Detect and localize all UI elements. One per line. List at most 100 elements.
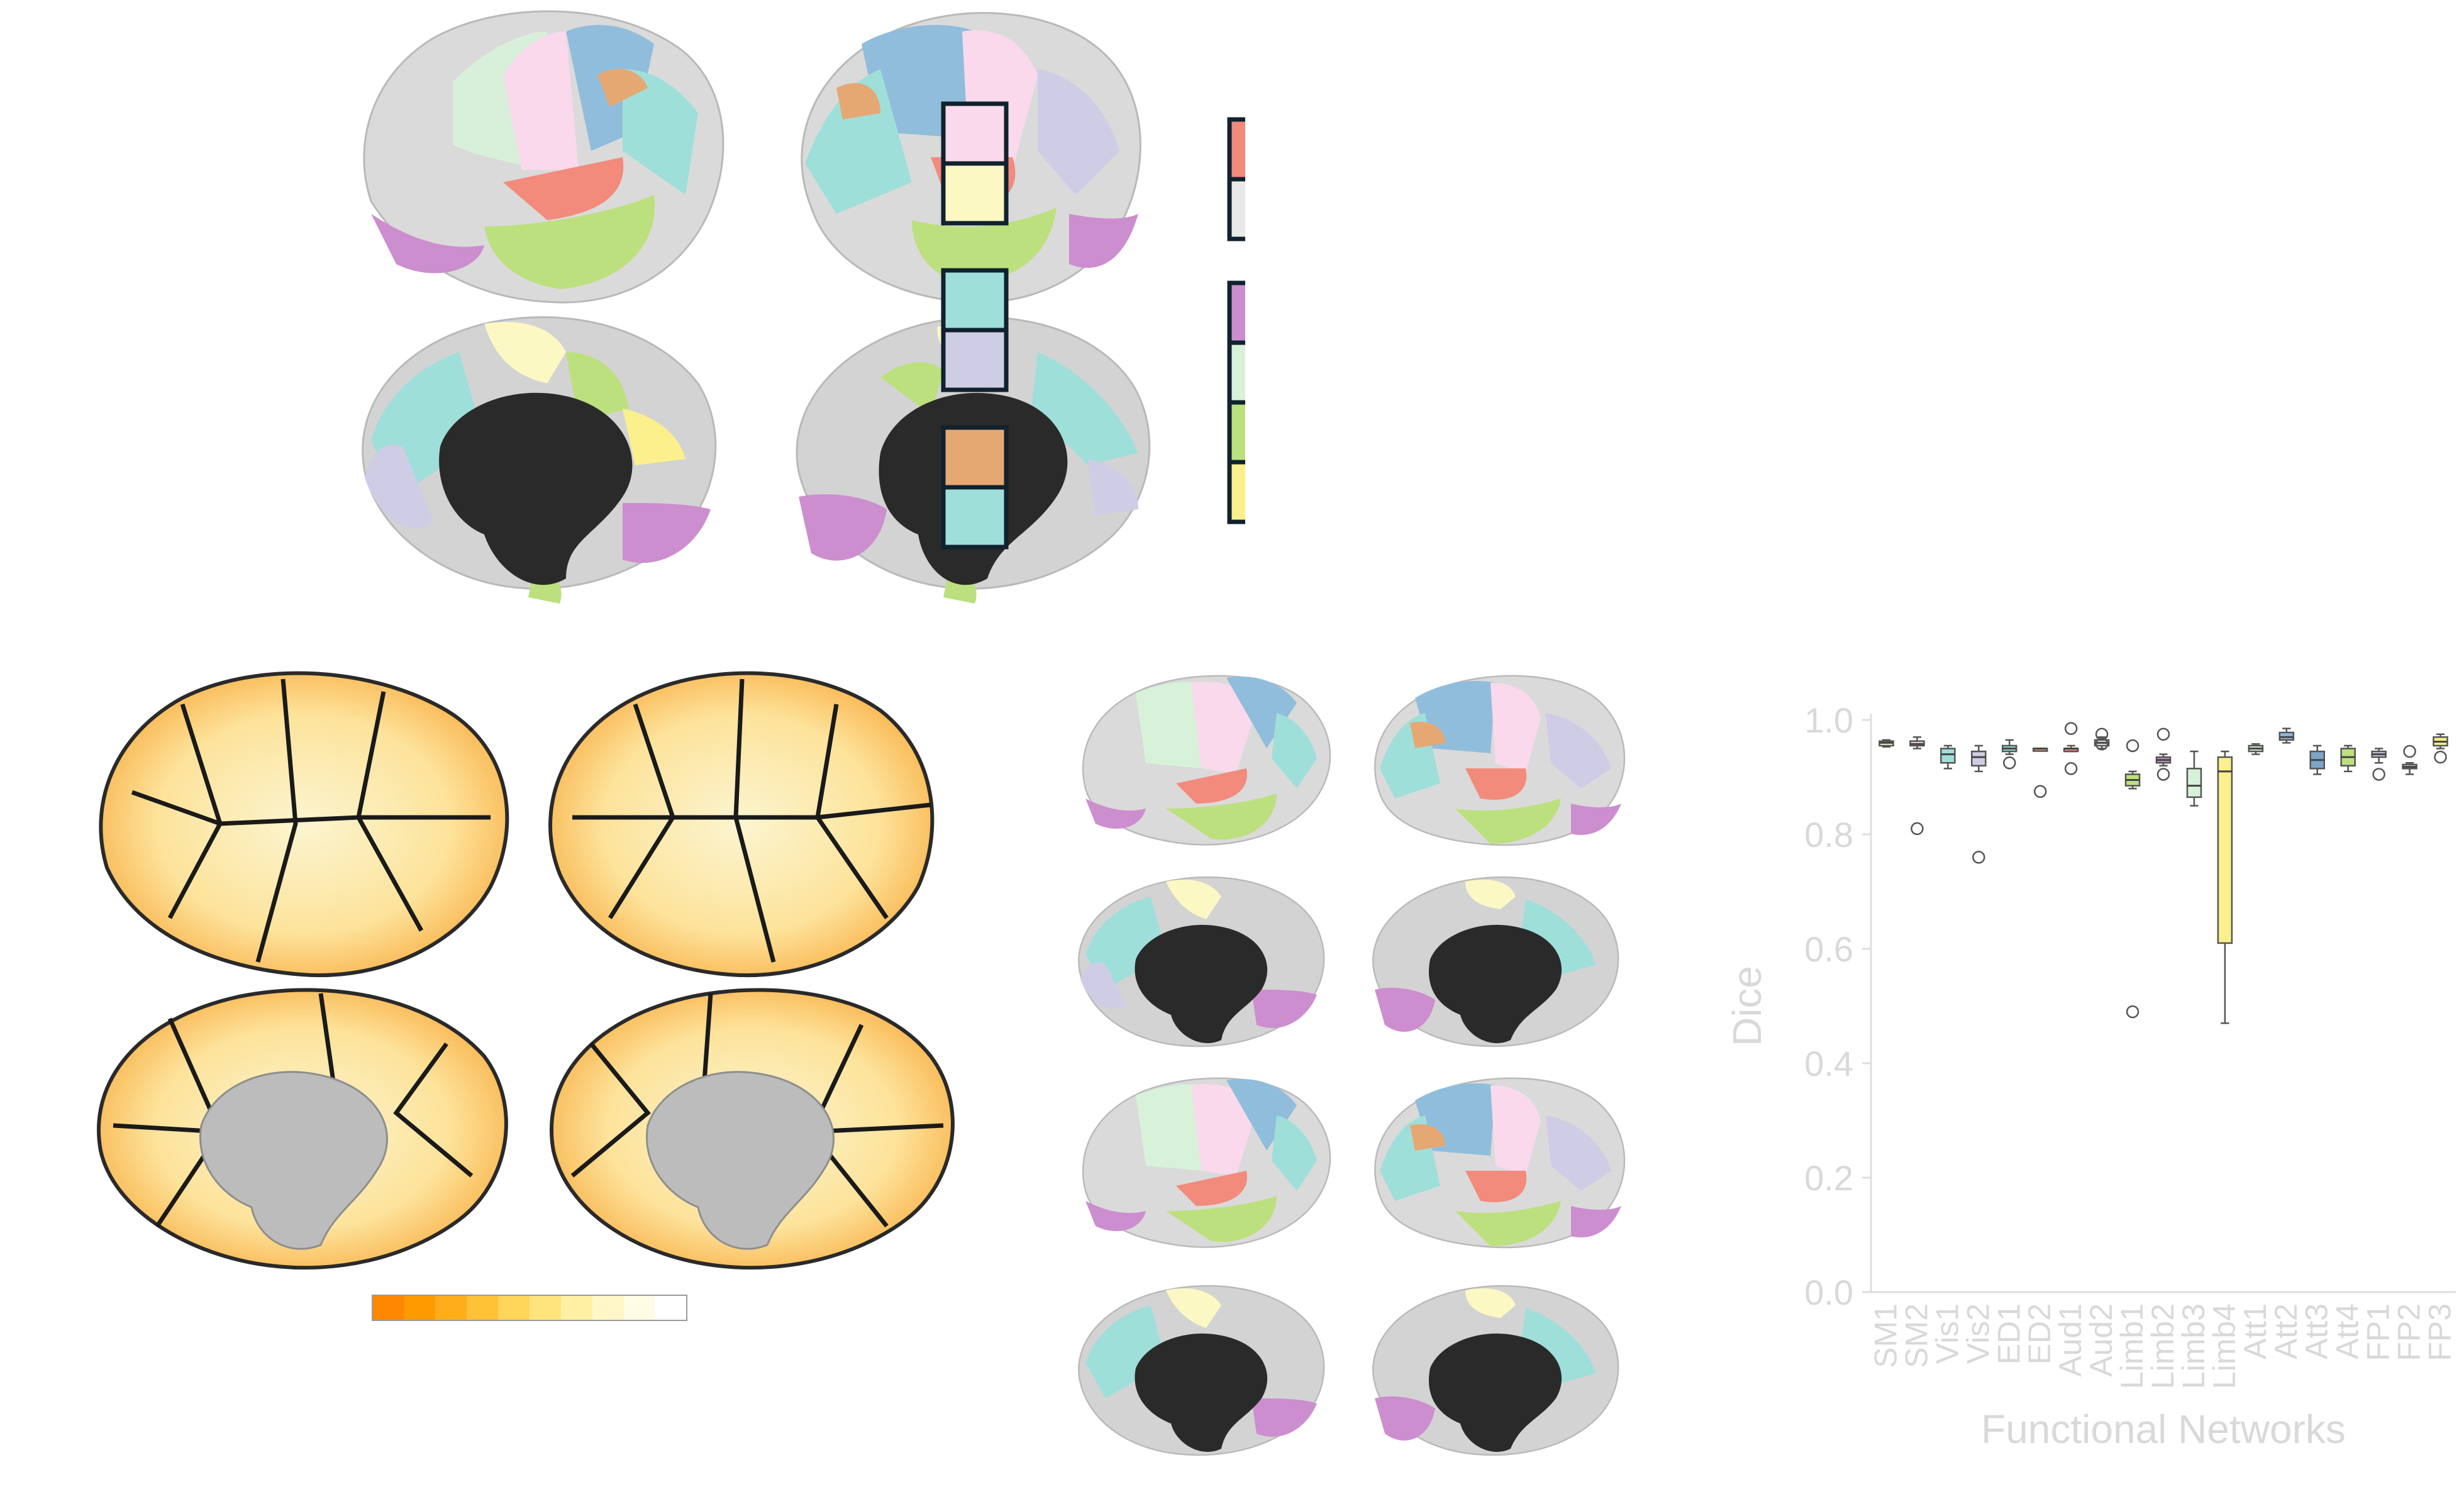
grid-brain-row2-left bbox=[1078, 876, 1325, 1048]
boundary-heatmap-panel bbox=[96, 671, 955, 1321]
y-tick-label: 0.6 bbox=[1804, 929, 1853, 969]
grid-brain-row2-right bbox=[1372, 876, 1619, 1048]
box-ED2 bbox=[2032, 748, 2048, 798]
x-tick-label: ED2 bbox=[2022, 1303, 2057, 1364]
x-tick-label: Limb2 bbox=[2145, 1303, 2180, 1389]
x-tick-label: Vis2 bbox=[1960, 1303, 1995, 1364]
box-body bbox=[1940, 748, 1956, 764]
outlier-point bbox=[2064, 722, 2078, 735]
colorbar-segment bbox=[592, 1295, 624, 1320]
x-axis-label: Functional Networks bbox=[1981, 1407, 2346, 1452]
outlier-point bbox=[2156, 727, 2170, 741]
colorbar-segment bbox=[498, 1295, 530, 1320]
box-SM2 bbox=[1909, 736, 1925, 836]
box-body bbox=[1971, 750, 1987, 767]
legend-swatch bbox=[1227, 460, 1245, 524]
y-tick-label: 0.2 bbox=[1804, 1158, 1853, 1198]
grid-brain-row3-right bbox=[1374, 1077, 1626, 1249]
legend-swatch bbox=[1227, 400, 1245, 465]
x-tick-label: Limb3 bbox=[2176, 1303, 2211, 1389]
y-tick-label: 1.0 bbox=[1804, 700, 1853, 740]
outlier-point bbox=[2033, 785, 2047, 798]
box-Att1 bbox=[2248, 743, 2264, 755]
colorbar-segment bbox=[372, 1295, 404, 1320]
outlier-point bbox=[2156, 768, 2170, 781]
legend-swatch bbox=[941, 268, 1009, 333]
legend-swatch bbox=[941, 328, 1009, 392]
colorbar-segment bbox=[624, 1295, 656, 1320]
grid-brain-row1-right bbox=[1374, 675, 1626, 846]
outlier-point bbox=[1911, 822, 1924, 836]
box-FP3 bbox=[2433, 733, 2448, 764]
box-SM1 bbox=[1879, 739, 1894, 748]
brain-medial-left bbox=[362, 316, 717, 604]
y-tick-label: 0.4 bbox=[1804, 1044, 1853, 1083]
grid-brain-row4-left bbox=[1078, 1285, 1325, 1456]
box-Vis1 bbox=[1940, 744, 1956, 770]
x-tick-label: FP2 bbox=[2392, 1303, 2427, 1361]
box-FP2 bbox=[2402, 744, 2417, 775]
legend-swatch bbox=[1227, 280, 1245, 345]
legend-swatch bbox=[1227, 117, 1245, 182]
outlier-point bbox=[2095, 727, 2109, 741]
outlier-point bbox=[2372, 768, 2385, 781]
x-tick-label: Att4 bbox=[2330, 1303, 2365, 1359]
x-tick-label: Limb4 bbox=[2207, 1303, 2242, 1389]
brain-lateral-left bbox=[363, 10, 724, 304]
box-body bbox=[2217, 756, 2233, 944]
outlier-point bbox=[1972, 851, 1985, 864]
x-tick-label: Vis1 bbox=[1929, 1303, 1965, 1364]
outlier-point bbox=[2003, 756, 2016, 770]
y-tick-label: 0.0 bbox=[1804, 1273, 1853, 1312]
box-Limb1 bbox=[2124, 739, 2141, 1019]
x-tick-label: Att2 bbox=[2268, 1303, 2304, 1359]
colorbar-segment bbox=[467, 1295, 499, 1320]
legend-swatch bbox=[941, 101, 1009, 166]
outlier-point bbox=[2064, 762, 2078, 775]
network-color-legend bbox=[941, 101, 1245, 550]
colorbar-segment bbox=[530, 1295, 562, 1320]
box-ED1 bbox=[2002, 739, 2017, 770]
outlier-point bbox=[2095, 737, 2109, 751]
box-Limb3 bbox=[2186, 750, 2202, 807]
x-tick-label: FP3 bbox=[2422, 1303, 2458, 1361]
box-Aud2 bbox=[2094, 727, 2110, 751]
colorbar-frame bbox=[372, 1295, 687, 1321]
box-body bbox=[2186, 768, 2202, 799]
box-Limb2 bbox=[2155, 727, 2172, 781]
x-tick-label: Att3 bbox=[2299, 1303, 2334, 1359]
x-tick-label: SM2 bbox=[1899, 1303, 1934, 1368]
x-tick-label: Limb1 bbox=[2114, 1303, 2150, 1389]
outlier-point bbox=[2126, 739, 2139, 753]
outlier-point bbox=[2403, 744, 2416, 758]
box-Att4 bbox=[2340, 744, 2356, 773]
legend-swatch bbox=[941, 161, 1009, 226]
outlier-point bbox=[2434, 750, 2447, 764]
heatmap-brain-medial-right bbox=[549, 988, 955, 1270]
dice-boxplot: Dice Functional Networks 0.0 0.2 0.4 0.6 0.8… bbox=[1724, 700, 2458, 1452]
legend-swatch bbox=[1227, 177, 1245, 241]
y-axis-label: Dice bbox=[1724, 966, 1770, 1046]
x-tick-label: Aud1 bbox=[2053, 1303, 2088, 1377]
colorbar-segment bbox=[404, 1295, 436, 1320]
heat-colorbar bbox=[372, 1295, 687, 1321]
grid-brain-row3-left bbox=[1082, 1077, 1331, 1248]
y-tick-label: 0.8 bbox=[1804, 815, 1853, 854]
outlier-point bbox=[2126, 1005, 2139, 1019]
x-tick-label: Att1 bbox=[2238, 1303, 2273, 1359]
box-Vis2 bbox=[1971, 744, 1987, 864]
box-Att2 bbox=[2278, 727, 2295, 744]
x-tick-label: Aud2 bbox=[2084, 1303, 2119, 1377]
box-FP1 bbox=[2371, 748, 2387, 781]
box-Aud1 bbox=[2063, 722, 2079, 775]
colorbar-segment bbox=[655, 1295, 687, 1320]
colorbar-segment bbox=[561, 1295, 593, 1320]
x-tick-label: ED1 bbox=[1991, 1303, 2026, 1364]
heatmap-brain-medial-left bbox=[96, 988, 508, 1270]
legend-swatch bbox=[941, 485, 1009, 550]
x-tick-label: FP1 bbox=[2361, 1303, 2396, 1361]
parcellation-brains-panel bbox=[362, 10, 1245, 604]
box-Limb4 bbox=[2217, 750, 2233, 1024]
box-Att3 bbox=[2309, 744, 2326, 775]
colorbar-segment bbox=[435, 1295, 467, 1320]
